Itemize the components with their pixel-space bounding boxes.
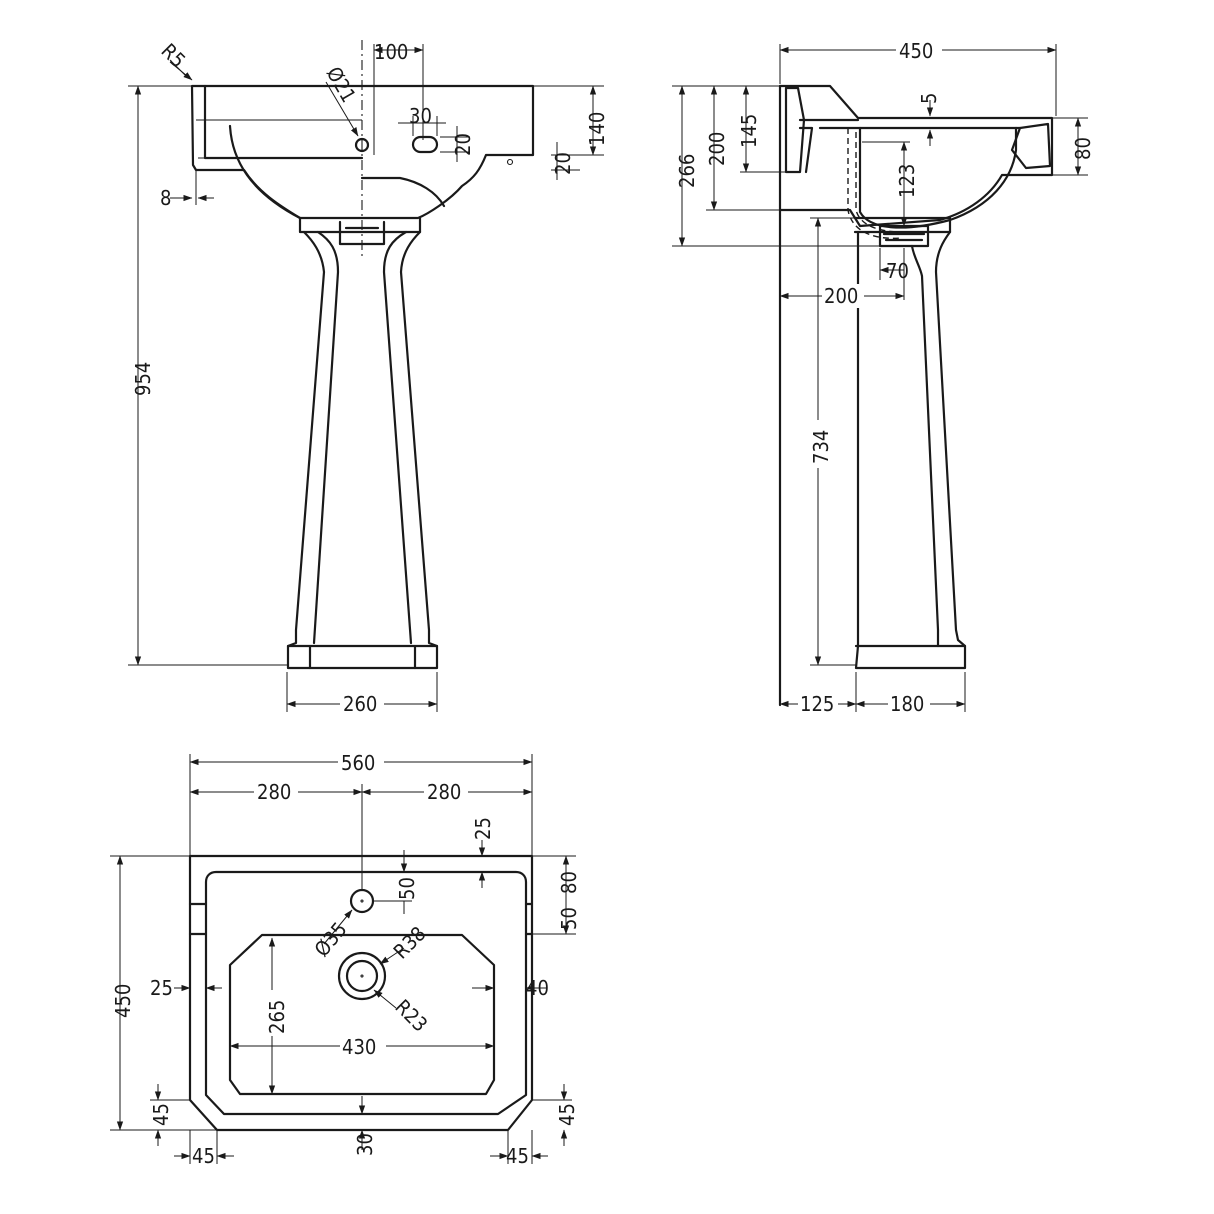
dim-side-fixing: 145 — [737, 114, 761, 148]
front-pedestal-inner — [312, 230, 413, 645]
dim-front-tap-dia: Ø21 — [322, 63, 361, 107]
side-basin-outline — [778, 84, 1054, 228]
dim-plan-overall-depth: 450 — [111, 984, 135, 1018]
dim-plan-half-right: 280 — [427, 780, 461, 804]
front-pedestal-outer — [286, 230, 439, 670]
dim-plan-half-left: 280 — [257, 780, 291, 804]
dim-plan-bowl-width: 430 — [342, 1035, 376, 1059]
side-overflow-channel — [847, 128, 903, 239]
dim-side-deck-drop: 5 — [917, 93, 941, 104]
dim-plan-rim-front: 80 — [557, 871, 581, 894]
front-tap-hole — [354, 137, 370, 153]
side-pedestal-inner — [910, 244, 940, 648]
dim-plan-chamfer-right-h: 45 — [506, 1144, 529, 1168]
front-small-dot — [506, 158, 514, 166]
plan-bowl — [228, 933, 496, 1096]
dim-plan-tap-offset: 50 — [395, 877, 419, 900]
front-foot-line — [286, 644, 439, 670]
dim-plan-chamfer-left-h: 45 — [192, 1144, 215, 1168]
dim-front-wall-gap: 8 — [160, 186, 171, 210]
front-cut-rim — [360, 176, 446, 208]
dim-plan-chamfer-right-v: 45 — [555, 1103, 579, 1126]
dim-plan-tap-back: 25 — [471, 817, 495, 840]
dim-front-rim-step: 20 — [551, 152, 575, 175]
dim-plan-waste-outer: R38 — [389, 922, 431, 964]
plan-tap-centre — [360, 899, 364, 903]
dim-plan-chamfer-left-v: 45 — [149, 1103, 173, 1126]
dim-side-foot-setback: 125 — [800, 692, 834, 716]
plan-side-ledges — [188, 902, 534, 936]
dim-side-front-rim: 80 — [1071, 137, 1095, 160]
plan-waste-outer — [337, 951, 387, 1001]
dim-front-radius-top: R5 — [156, 39, 190, 73]
dim-front-deck-height: 140 — [585, 112, 609, 146]
front-view-dimensions: R5 100 Ø21 30 20 140 20 8 954 — [128, 39, 609, 716]
side-view — [778, 84, 1054, 707]
plan-rim-inner — [204, 870, 528, 1116]
front-pedestal-top — [298, 216, 422, 234]
side-fixing-bracket — [784, 86, 814, 174]
dim-side-foot-depth: 180 — [890, 692, 924, 716]
side-pedestal-outer — [854, 230, 967, 670]
plan-outer-outline — [188, 854, 534, 1132]
dim-plan-bowl-depth: 265 — [265, 1000, 289, 1034]
dim-plan-overall-width: 560 — [341, 751, 375, 775]
dim-side-waste-width: 70 — [886, 259, 909, 283]
dim-plan-rim-side: 50 — [557, 907, 581, 930]
side-deck-top — [798, 118, 1022, 130]
side-waste — [878, 224, 930, 248]
plan-waste-inner — [345, 959, 379, 993]
dim-front-total-height: 954 — [131, 362, 155, 396]
dim-side-overall: 266 — [675, 154, 699, 188]
dim-plan-side-right: 40 — [526, 976, 549, 1000]
front-bowl-curve — [228, 124, 302, 220]
dim-front-foot-width: 260 — [343, 692, 377, 716]
dim-plan-front-thickness: 30 — [353, 1133, 377, 1156]
side-view-dimensions: 450 5 266 200 145 123 80 70 200 734 — [672, 38, 1095, 716]
front-deck-edge — [196, 119, 362, 159]
dim-side-depth: 450 — [899, 39, 933, 63]
side-bowl-inner — [858, 126, 1018, 229]
dim-side-bowl-depth: 200 — [705, 132, 729, 166]
dim-front-tap-offset: 100 — [374, 40, 408, 64]
front-view — [190, 40, 535, 670]
plan-tap-hole — [349, 888, 375, 914]
dim-side-waste-setback: 200 — [824, 284, 858, 308]
dim-plan-side-left: 25 — [150, 976, 173, 1000]
front-waste-block — [338, 220, 386, 246]
side-front-rim — [1010, 122, 1052, 170]
dim-side-waste-rise: 123 — [895, 164, 919, 198]
dim-plan-waste-inner: R23 — [390, 995, 432, 1037]
dim-plan-tap-dia: Ø35 — [309, 917, 351, 961]
dim-side-pedestal-height: 734 — [809, 430, 833, 464]
front-overflow-slot — [411, 135, 439, 154]
plan-waste-centre — [360, 974, 364, 978]
dim-front-overflow-height: 20 — [451, 133, 475, 156]
dim-front-overflow-width: 30 — [409, 104, 432, 128]
plan-view — [188, 854, 534, 1132]
